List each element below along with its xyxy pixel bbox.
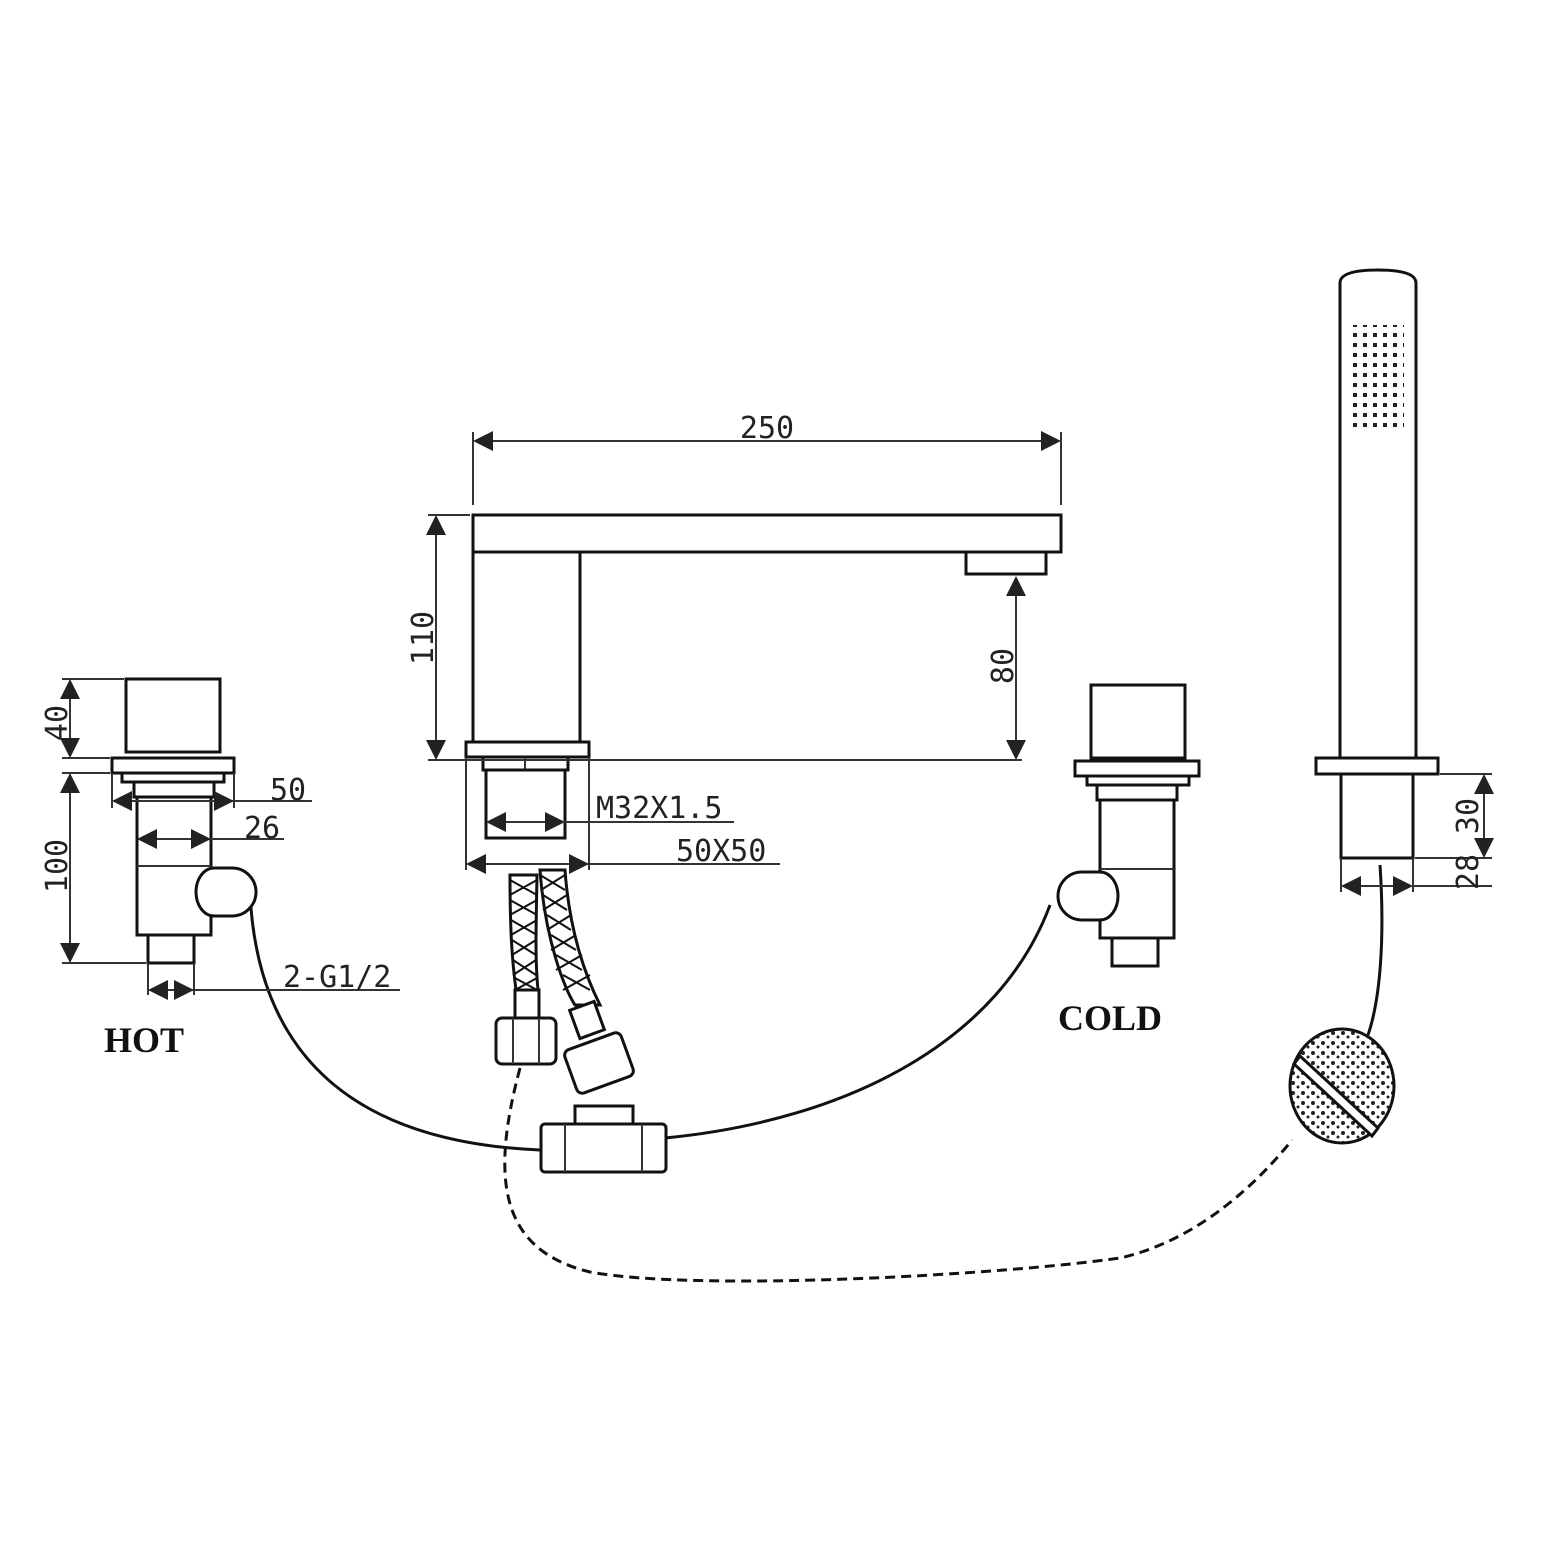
weight-ball bbox=[1288, 1027, 1396, 1145]
cold-handle-top bbox=[1089, 683, 1187, 760]
cold-valve bbox=[1056, 683, 1201, 968]
spout-column bbox=[471, 550, 582, 744]
dim-26: 26 bbox=[244, 811, 280, 846]
hot-flange bbox=[110, 756, 236, 775]
hot-handle-top bbox=[124, 677, 222, 754]
dim-250: 250 bbox=[740, 411, 794, 446]
dim-base: 50X50 bbox=[676, 834, 766, 869]
shower-holder-body bbox=[1339, 772, 1415, 860]
hot-label: HOT bbox=[104, 1020, 184, 1060]
hot-outlet-nipple bbox=[194, 866, 258, 918]
bath-spout bbox=[464, 513, 1063, 840]
shower-holder-flange bbox=[1314, 756, 1440, 776]
dim-thread: M32X1.5 bbox=[596, 791, 722, 826]
cold-outlet-nipple bbox=[1056, 870, 1120, 922]
hose-lines bbox=[248, 864, 1384, 1283]
dim-40: 40 bbox=[40, 705, 75, 741]
cold-flange bbox=[1073, 759, 1201, 778]
hand-shower bbox=[1314, 268, 1440, 860]
diverter-body bbox=[539, 1122, 668, 1174]
dim-30: 30 bbox=[1451, 798, 1486, 834]
hot-inlet bbox=[146, 933, 196, 965]
t-diverter bbox=[539, 1104, 668, 1174]
dim-110: 110 bbox=[406, 611, 441, 665]
cold-inlet bbox=[1110, 936, 1160, 968]
dim-28: 28 bbox=[1451, 854, 1486, 890]
spout-base-plate bbox=[464, 740, 591, 759]
dimension-lines bbox=[60, 431, 1494, 1000]
hose-weight bbox=[1288, 1027, 1396, 1145]
dim-50: 50 bbox=[270, 773, 306, 808]
braided-hoses bbox=[494, 868, 635, 1095]
hose-nut-left bbox=[494, 1016, 558, 1066]
spout-shank bbox=[484, 768, 567, 840]
cold-label: COLD bbox=[1058, 998, 1162, 1038]
dimension-labels: 250 110 80 M32X1.5 50X50 40 100 50 26 2-… bbox=[40, 411, 1486, 995]
hot-valve bbox=[110, 677, 258, 965]
dim-100: 100 bbox=[40, 839, 75, 893]
hose-nut-right bbox=[563, 1031, 635, 1095]
spout-outlet bbox=[964, 550, 1048, 576]
dim-inlet-thread: 2-G1/2 bbox=[283, 960, 391, 995]
dim-80: 80 bbox=[986, 648, 1021, 684]
spout-arm bbox=[471, 513, 1063, 554]
shower-nozzles bbox=[1352, 325, 1404, 430]
